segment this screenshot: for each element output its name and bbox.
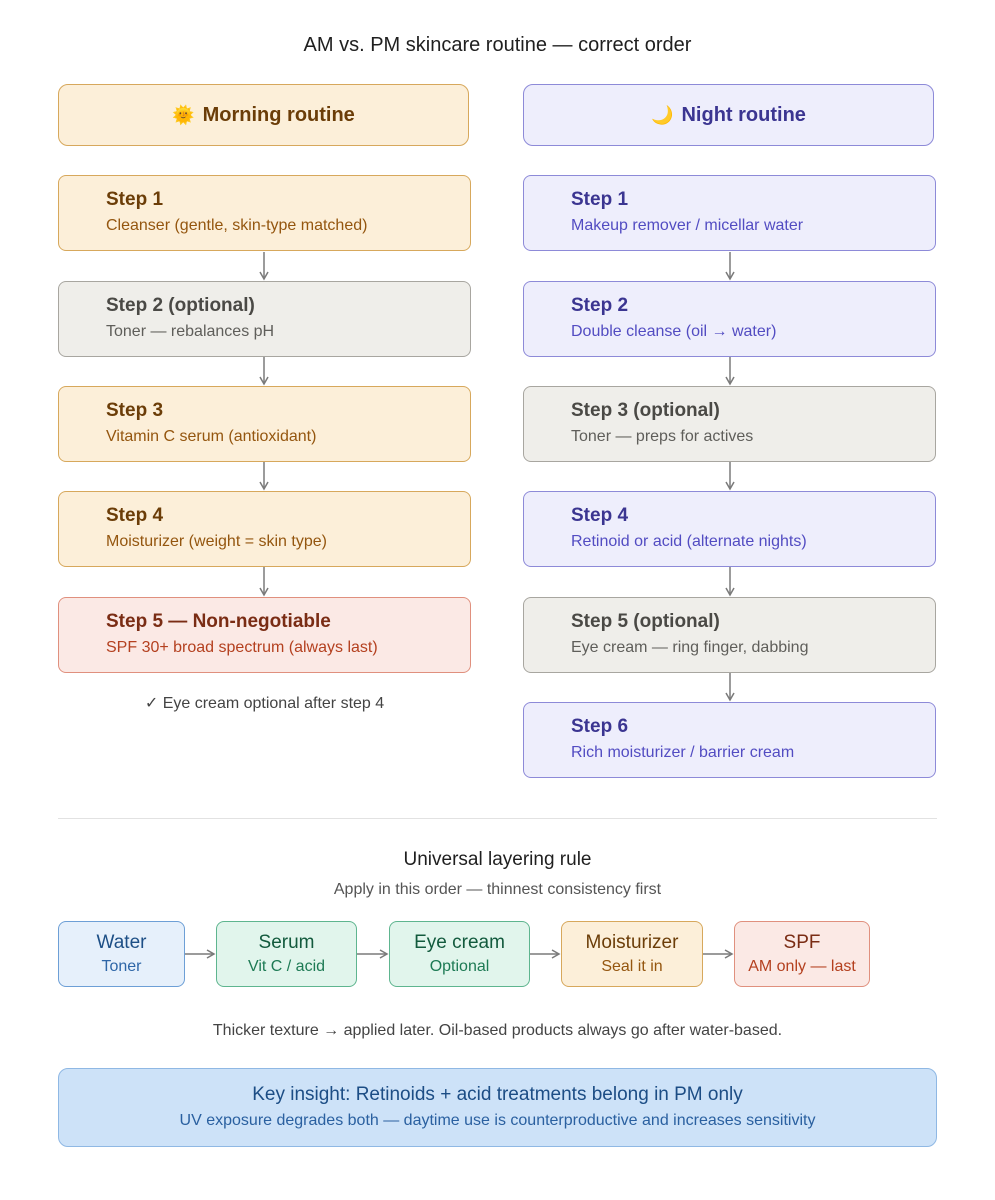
step-title: Step 3 (optional) (571, 400, 720, 421)
step-description: Cleanser (gentle, skin-type matched) (106, 217, 368, 234)
step-title: Step 3 (106, 400, 164, 421)
step-title: Step 5 (optional) (571, 611, 720, 632)
layer-moisturizer: Moisturizer Seal it in (561, 921, 703, 987)
morning-note: ✓ Eye cream optional after step 4 (144, 695, 385, 712)
step-description: Eye cream — ring finger, dabbing (571, 639, 809, 656)
night-step-6: Step 6 Rich moisturizer / barrier cream (523, 702, 936, 778)
sun-icon: 🌞 (172, 104, 195, 125)
step-description: Makeup remover / micellar water (571, 217, 804, 234)
insight-title: Key insight: Retinoids + acid treatments… (252, 1084, 743, 1105)
morning-step-4: Step 4 Moisturizer (weight = skin type) (58, 491, 471, 567)
layer-title: Serum (258, 931, 315, 953)
step-description: Retinoid or acid (alternate nights) (571, 533, 807, 550)
morning-step-1: Step 1 Cleanser (gentle, skin-type match… (58, 175, 471, 251)
layering-footnote: Thicker texture → applied later. Oil-bas… (212, 1022, 783, 1039)
night-step-2: Step 2 Double cleanse (oil → water) (523, 281, 936, 357)
step-title: Step 4 (571, 505, 629, 526)
layer-subtitle: Vit C / acid (247, 957, 326, 975)
step-title: Step 4 (106, 505, 164, 526)
step-description: SPF 30+ broad spectrum (always last) (106, 639, 378, 656)
layer-subtitle: Optional (429, 957, 490, 975)
night-step-5: Step 5 (optional) Eye cream — ring finge… (523, 597, 936, 673)
layer-spf: SPF AM only — last (734, 921, 870, 987)
step-title: Step 2 (optional) (106, 295, 255, 316)
morning-routine-label: Morning routine (202, 103, 355, 126)
step-title: Step 5 — Non-negotiable (106, 611, 331, 632)
night-step-3: Step 3 (optional) Toner — preps for acti… (523, 386, 936, 462)
step-description: Toner — preps for actives (571, 428, 754, 445)
night-routine-header: 🌙 Night routine (523, 84, 934, 146)
layer-title: Eye cream (414, 931, 505, 953)
section-divider (58, 818, 937, 819)
step-description: Rich moisturizer / barrier cream (571, 744, 795, 761)
layering-subtitle: Apply in this order — thinnest consisten… (333, 881, 662, 898)
night-step-4: Step 4 Retinoid or acid (alternate night… (523, 491, 936, 567)
night-step-1: Step 1 Makeup remover / micellar water (523, 175, 936, 251)
layer-title: Water (96, 931, 147, 953)
step-description: Double cleanse (oil → water) (571, 323, 777, 340)
layer-serum: Serum Vit C / acid (216, 921, 357, 987)
step-description: Toner — rebalances pH (106, 323, 275, 340)
layer-subtitle: Toner (101, 957, 142, 975)
layer-eye-cream: Eye cream Optional (389, 921, 530, 987)
insight-subtitle: UV exposure degrades both — daytime use … (179, 1112, 816, 1129)
layer-water: Water Toner (58, 921, 185, 987)
key-insight-box: Key insight: Retinoids + acid treatments… (58, 1068, 937, 1147)
diagram-title: AM vs. PM skincare routine — correct ord… (303, 34, 692, 56)
night-routine-label: Night routine (681, 103, 806, 126)
step-title: Step 1 (106, 189, 164, 210)
layering-title: Universal layering rule (403, 849, 592, 870)
step-title: Step 2 (571, 295, 629, 316)
step-title: Step 6 (571, 716, 629, 737)
step-description: Vitamin C serum (antioxidant) (106, 428, 317, 445)
moon-icon: 🌙 (651, 104, 674, 125)
morning-step-5: Step 5 — Non-negotiable SPF 30+ broad sp… (58, 597, 471, 673)
layer-subtitle: AM only — last (748, 957, 856, 975)
step-description: Moisturizer (weight = skin type) (106, 533, 327, 550)
step-title: Step 1 (571, 189, 629, 210)
layer-subtitle: Seal it in (601, 957, 663, 975)
morning-routine-header: 🌞 Morning routine (58, 84, 469, 146)
layer-title: Moisturizer (585, 931, 679, 953)
layer-title: SPF (783, 931, 821, 953)
morning-step-2: Step 2 (optional) Toner — rebalances pH (58, 281, 471, 357)
morning-step-3: Step 3 Vitamin C serum (antioxidant) (58, 386, 471, 462)
